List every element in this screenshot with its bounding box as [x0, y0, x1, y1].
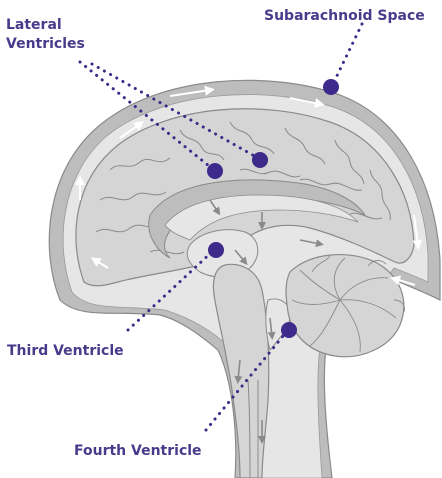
label-lateral-line2: Ventricles [6, 35, 85, 54]
marker-subarachnoid [323, 79, 339, 95]
label-subarachnoid-space: Subarachnoid Space [264, 7, 425, 25]
label-third-ventricle: Third Ventricle [7, 342, 124, 360]
marker-lateral-1 [207, 163, 223, 179]
marker-fourth-ventricle [281, 322, 297, 338]
label-lateral-ventricles: Lateral Ventricles [6, 16, 85, 54]
marker-third-ventricle [208, 242, 224, 258]
marker-lateral-2 [252, 152, 268, 168]
label-fourth-ventricle: Fourth Ventricle [74, 442, 202, 460]
leader-subarachnoid [332, 24, 362, 86]
label-lateral-line1: Lateral [6, 16, 85, 35]
brainstem [213, 264, 268, 478]
